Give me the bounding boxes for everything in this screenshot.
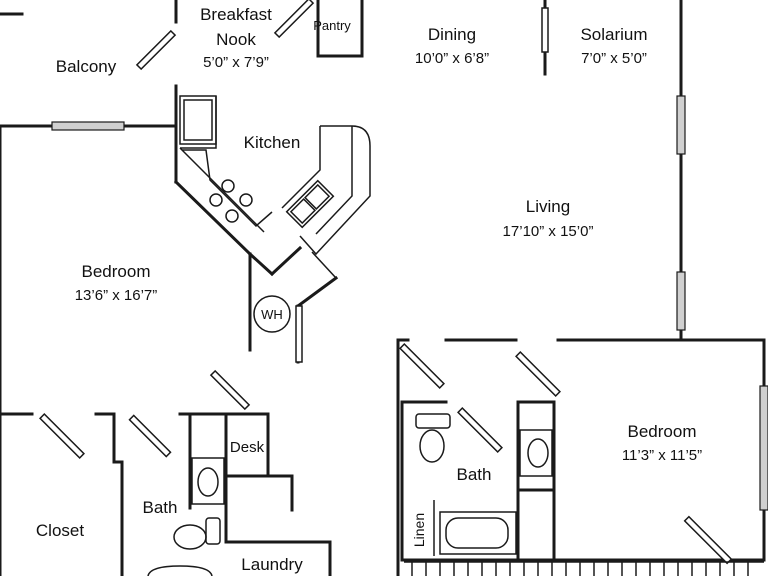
nook-door — [273, 0, 315, 39]
hall-door — [209, 369, 251, 411]
breakfast-nook-label-2: Nook — [216, 30, 256, 49]
left-toilet — [173, 517, 221, 550]
bedroom-right-door-a — [399, 343, 445, 389]
window-bedroom-right — [759, 385, 768, 511]
right-bath-vanity — [519, 429, 553, 477]
dining-size: 10’0” x 6’8” — [415, 50, 489, 67]
desk-label: Desk — [230, 439, 265, 456]
water-heater-label: WH — [261, 307, 283, 322]
doors — [39, 0, 733, 565]
bath-left-label: Bath — [143, 498, 178, 517]
kitchen-sink — [285, 179, 335, 229]
windows — [51, 95, 768, 511]
bedroom-left-label: Bedroom — [82, 262, 151, 281]
solarium-size: 7’0” x 5’0” — [581, 50, 647, 67]
kitchen-label: Kitchen — [244, 133, 301, 152]
bath-right-label: Bath — [457, 465, 492, 484]
living-size: 17’10” x 15’0” — [503, 223, 594, 240]
laundry-label: Laundry — [241, 555, 303, 574]
right-bathtub — [439, 511, 517, 555]
water-heater — [253, 295, 291, 333]
fixtures — [147, 95, 764, 576]
bedroom-left-size: 13’6” x 16’7” — [75, 287, 158, 304]
bath-left-door — [128, 414, 172, 458]
right-toilet — [415, 413, 451, 463]
closet-label: Closet — [36, 521, 84, 540]
breakfast-nook-size: 5’0” x 7’9” — [203, 54, 269, 71]
pantry-label: Pantry — [313, 18, 351, 33]
balcony-door — [135, 29, 177, 71]
window-bedroom-top — [51, 121, 125, 131]
left-bathtub — [147, 565, 213, 576]
bedroom-right-label: Bedroom — [628, 422, 697, 441]
bedroom-right-door-b — [515, 351, 561, 397]
living-label: Living — [526, 197, 570, 216]
dining-slider — [541, 7, 549, 53]
bedroom-left-door — [39, 413, 85, 459]
refrigerator — [179, 95, 217, 145]
closet-shelving — [404, 561, 764, 576]
window-living-lower — [676, 271, 686, 331]
balcony-label: Balcony — [56, 57, 117, 76]
wh-door — [295, 305, 303, 363]
window-living-upper — [676, 95, 686, 155]
stove — [209, 179, 253, 223]
linen-label: Linen — [411, 513, 427, 547]
breakfast-nook-label: Breakfast — [200, 5, 272, 24]
left-bath-vanity — [191, 457, 225, 505]
room-labels: Balcony Breakfast Nook 5’0” x 7’9” Pantr… — [36, 5, 702, 574]
closet-right-door — [683, 515, 733, 565]
bedroom-right-size: 11’3” x 11’5” — [622, 447, 702, 464]
dining-label: Dining — [428, 25, 476, 44]
bath-right-door — [457, 407, 503, 453]
solarium-label: Solarium — [580, 25, 647, 44]
